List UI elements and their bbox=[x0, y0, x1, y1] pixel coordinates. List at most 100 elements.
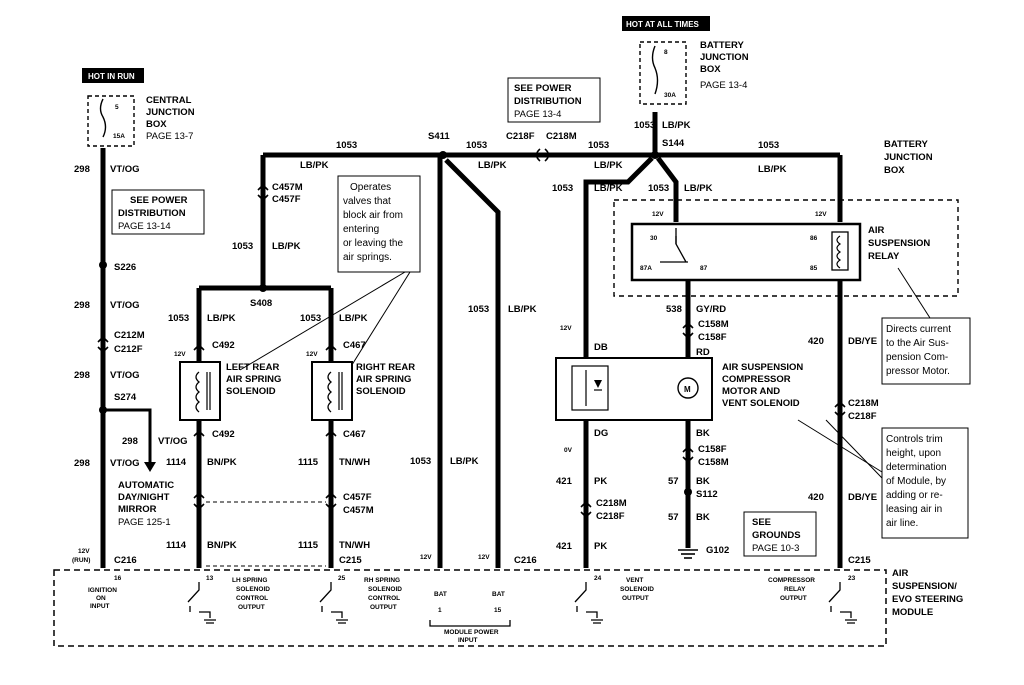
svg-text:SOLENOID: SOLENOID bbox=[226, 386, 276, 397]
svg-text:8: 8 bbox=[664, 49, 668, 56]
splice-dots bbox=[99, 151, 692, 496]
svg-text:COMPRESSOR: COMPRESSOR bbox=[768, 577, 815, 584]
svg-text:GROUNDS: GROUNDS bbox=[752, 530, 801, 541]
air-suspension-relay: 30 87A 87 86 85 12V 12V AIR SUSPENSION R… bbox=[613, 199, 959, 297]
svg-text:12V: 12V bbox=[174, 351, 186, 358]
svg-text:DB: DB bbox=[594, 342, 608, 353]
svg-text:DG: DG bbox=[594, 428, 608, 439]
svg-text:LB/PK: LB/PK bbox=[478, 160, 507, 171]
svg-text:BAT: BAT bbox=[434, 591, 447, 598]
svg-text:S411: S411 bbox=[428, 131, 450, 142]
svg-text:1053: 1053 bbox=[758, 140, 779, 151]
svg-text:OUTPUT: OUTPUT bbox=[370, 604, 397, 611]
svg-text:C158M: C158M bbox=[698, 457, 729, 468]
svg-text:1053: 1053 bbox=[552, 183, 573, 194]
svg-text:DB/YE: DB/YE bbox=[848, 336, 877, 347]
svg-text:PK: PK bbox=[594, 541, 607, 552]
connector-labels: S226 S274 C212M C212F S408 S411 S144 C21… bbox=[114, 131, 879, 566]
svg-text:538: 538 bbox=[666, 304, 682, 315]
svg-text:TN/WH: TN/WH bbox=[339, 540, 370, 551]
svg-text:RELAY: RELAY bbox=[784, 586, 806, 593]
svg-text:adding or re-: adding or re- bbox=[886, 490, 943, 501]
svg-text:MIRROR: MIRROR bbox=[118, 504, 157, 515]
svg-text:1053: 1053 bbox=[634, 120, 655, 131]
svg-text:DISTRIBUTION: DISTRIBUTION bbox=[118, 208, 186, 219]
svg-text:1053: 1053 bbox=[410, 456, 431, 467]
air-suspension-compressor: M 12V 0V AIR SUSPENSION COMPRESSOR MOTOR… bbox=[555, 325, 803, 454]
svg-text:of Module, by: of Module, by bbox=[886, 476, 946, 487]
svg-text:Operates: Operates bbox=[350, 182, 391, 193]
svg-text:C215: C215 bbox=[848, 555, 871, 566]
svg-text:12V: 12V bbox=[478, 554, 490, 561]
svg-text:1114: 1114 bbox=[166, 457, 187, 468]
svg-text:421: 421 bbox=[556, 476, 573, 487]
svg-text:JUNCTION: JUNCTION bbox=[884, 152, 933, 163]
svg-text:C216: C216 bbox=[514, 555, 537, 566]
svg-text:ON: ON bbox=[96, 595, 106, 602]
svg-text:VT/OG: VT/OG bbox=[110, 370, 140, 381]
svg-text:S274: S274 bbox=[114, 392, 137, 403]
svg-text:C215: C215 bbox=[339, 555, 362, 566]
svg-text:S144: S144 bbox=[662, 138, 685, 149]
svg-text:LB/PK: LB/PK bbox=[594, 183, 623, 194]
svg-text:1115: 1115 bbox=[298, 457, 319, 468]
svg-text:(RUN): (RUN) bbox=[72, 557, 90, 564]
svg-text:PAGE 13-7: PAGE 13-7 bbox=[146, 131, 193, 142]
central-junction-box-fuse: HOT IN RUN 5 15A bbox=[82, 68, 144, 147]
svg-text:1053: 1053 bbox=[168, 313, 189, 324]
svg-text:C216: C216 bbox=[114, 555, 137, 566]
auto-mirror: AUTOMATIC DAY/NIGHT MIRROR PAGE 125-1 bbox=[118, 462, 174, 528]
svg-text:RD: RD bbox=[696, 347, 710, 358]
svg-text:12V: 12V bbox=[78, 548, 90, 555]
svg-text:S226: S226 bbox=[114, 262, 136, 273]
svg-text:MODULE POWER: MODULE POWER bbox=[444, 629, 499, 636]
svg-text:BATTERY: BATTERY bbox=[884, 139, 928, 150]
svg-text:BN/PK: BN/PK bbox=[207, 457, 237, 468]
svg-text:air springs.: air springs. bbox=[343, 252, 392, 263]
svg-text:LEFT REAR: LEFT REAR bbox=[226, 362, 279, 373]
svg-text:SEE: SEE bbox=[752, 517, 771, 528]
svg-text:CENTRAL: CENTRAL bbox=[146, 95, 192, 106]
svg-text:C212M: C212M bbox=[114, 330, 145, 341]
svg-text:VT/OG: VT/OG bbox=[110, 300, 140, 311]
svg-text:5: 5 bbox=[115, 104, 119, 111]
svg-text:LB/PK: LB/PK bbox=[662, 120, 691, 131]
svg-text:57: 57 bbox=[668, 512, 679, 523]
svg-text:12V: 12V bbox=[652, 211, 664, 218]
svg-text:C218F: C218F bbox=[596, 511, 625, 522]
svg-text:C218M: C218M bbox=[546, 131, 577, 142]
svg-text:S112: S112 bbox=[696, 489, 718, 500]
svg-text:CONTROL: CONTROL bbox=[236, 595, 268, 602]
svg-text:C492: C492 bbox=[212, 340, 235, 351]
svg-text:1: 1 bbox=[438, 607, 442, 614]
svg-text:16: 16 bbox=[114, 575, 122, 582]
svg-text:LB/PK: LB/PK bbox=[339, 313, 368, 324]
svg-text:COMPRESSOR: COMPRESSOR bbox=[722, 374, 791, 385]
svg-text:AIR: AIR bbox=[892, 568, 909, 579]
connector-marks bbox=[97, 148, 846, 519]
svg-text:BK: BK bbox=[696, 476, 710, 487]
svg-text:421: 421 bbox=[556, 541, 573, 552]
svg-text:1053: 1053 bbox=[300, 313, 321, 324]
svg-text:GY/RD: GY/RD bbox=[696, 304, 726, 315]
svg-text:or leaving the: or leaving the bbox=[343, 238, 403, 249]
svg-text:SUSPENSION/: SUSPENSION/ bbox=[892, 581, 957, 592]
svg-text:SUSPENSION: SUSPENSION bbox=[868, 238, 930, 249]
svg-text:DAY/NIGHT: DAY/NIGHT bbox=[118, 492, 170, 503]
svg-text:1053: 1053 bbox=[648, 183, 669, 194]
svg-text:C158F: C158F bbox=[698, 332, 727, 343]
svg-text:height, upon: height, upon bbox=[886, 448, 941, 459]
svg-text:PAGE 10-3: PAGE 10-3 bbox=[752, 543, 799, 554]
svg-text:AIR SPRING: AIR SPRING bbox=[356, 374, 411, 385]
hot-in-run-label: HOT IN RUN bbox=[88, 72, 135, 81]
svg-text:LB/PK: LB/PK bbox=[300, 160, 329, 171]
svg-text:VENT: VENT bbox=[626, 577, 643, 584]
svg-text:BAT: BAT bbox=[492, 591, 505, 598]
svg-text:PAGE 125-1: PAGE 125-1 bbox=[118, 517, 171, 528]
svg-text:1115: 1115 bbox=[298, 540, 319, 551]
svg-text:12V: 12V bbox=[420, 554, 432, 561]
svg-text:INPUT: INPUT bbox=[458, 637, 478, 644]
see-grounds: SEE GROUNDS PAGE 10-3 bbox=[743, 511, 817, 557]
svg-text:CONTROL: CONTROL bbox=[368, 595, 400, 602]
